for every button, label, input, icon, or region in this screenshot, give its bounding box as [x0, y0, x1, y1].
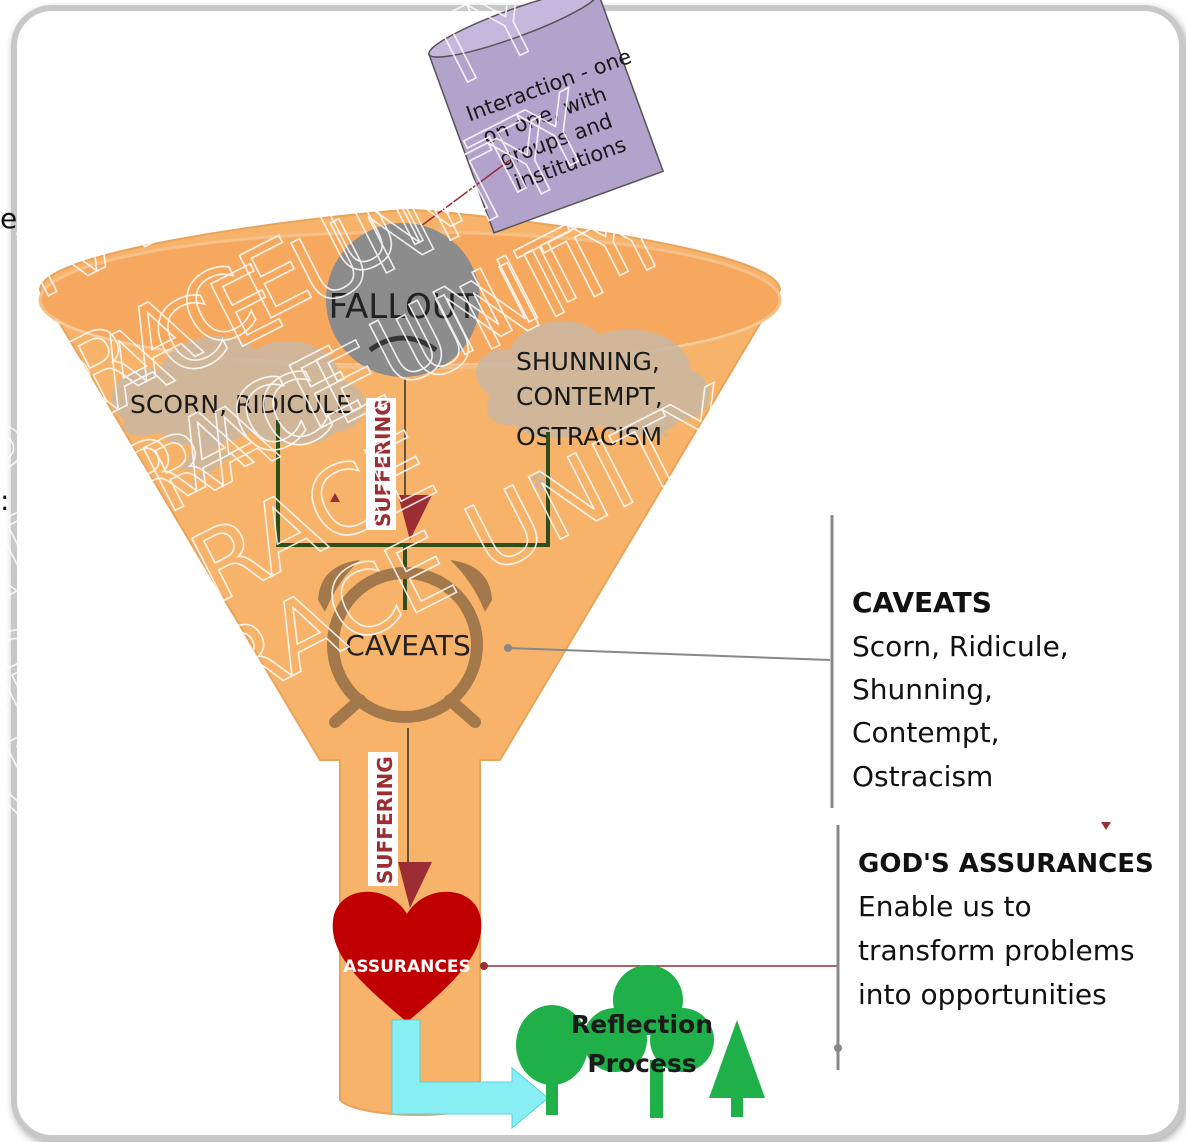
side-caveats-line-4: Ostracism [852, 760, 993, 793]
sad-mouth [368, 335, 438, 353]
input-box-top [428, 0, 599, 58]
lightning-bolt-icon [180, 425, 240, 490]
fallout-face: FALLOUT [326, 223, 480, 377]
small-marker-down [1101, 822, 1111, 830]
cloud-left-shape [111, 336, 365, 447]
caveats-connector [507, 647, 831, 661]
heart-icon [332, 891, 482, 1022]
side-caveats-line-2: Shunning, [852, 673, 993, 706]
alarm-leg-left [329, 694, 366, 728]
side-caveats-title: CAVEATS [852, 586, 992, 619]
divider-assurances-end [834, 1044, 842, 1052]
suffering-lower-arrow [398, 862, 432, 908]
side-assurances-line-3: into opportunities [858, 978, 1107, 1011]
reflection-line-2: Process [587, 1049, 696, 1078]
suffering-upper-label: SUFFERING [371, 399, 395, 527]
side-caveats-line-3: Contempt, [852, 716, 1000, 749]
suffering-upper-arrow [398, 495, 432, 540]
trees: Reflection Process [516, 965, 765, 1118]
alarm-leg-right [444, 694, 481, 728]
tree-right-trunk [731, 1095, 743, 1117]
tree-mid-canopy-2 [583, 1008, 647, 1072]
alarm-ring [327, 567, 483, 723]
tree-left-trunk [546, 1070, 558, 1115]
side-assurances-line-1: Enable us to [858, 890, 1032, 923]
sad-face-icon [326, 223, 480, 377]
assurances-connector-dot [480, 962, 488, 970]
side-assurances-title: GOD'S ASSURANCES [858, 849, 1154, 879]
assurances-label: ASSURANCES [343, 957, 471, 977]
caveats-label: CAVEATS [345, 629, 471, 662]
input-box: Interaction - one on one, with groups an… [428, 0, 665, 234]
fallout-label: FALLOUT [329, 287, 478, 327]
cloud-right-line-1: SHUNNING, [516, 347, 660, 376]
side-assurances-line-2: transform problems [858, 934, 1135, 967]
small-marker-up [330, 493, 340, 502]
cloud-right-shape [476, 320, 710, 439]
cyan-arrow [391, 1019, 549, 1130]
alarm-bell-left [318, 560, 360, 612]
input-connector [403, 159, 511, 239]
cloud-right: ✻ ✻ SHUNNING, CONTEMPT, OSTRACISM [476, 320, 710, 499]
cropped-letter-colon: : [0, 484, 9, 517]
cloud-right-line-3: OSTRACISM [516, 422, 662, 451]
cloud-left: SCORN, RIDICULE [111, 336, 365, 490]
tree-right [709, 1020, 765, 1098]
alarm-clock-icon: CAVEATS [318, 560, 492, 728]
suffering-lower-bg [368, 752, 398, 886]
side-caveats-line-1: Scorn, Ridicule, [852, 630, 1069, 663]
snowflake-icon-2: ✻ [650, 418, 670, 446]
cloud-left-label: SCORN, RIDICULE [130, 390, 352, 419]
reflection-line-1: Reflection [571, 1010, 713, 1039]
alarm-bell-right [450, 560, 492, 612]
tree-mid-canopy-3 [650, 1008, 714, 1072]
cloud-right-line-2: CONTEMPT, [516, 382, 663, 411]
suffering-lower-label: SUFFERING [373, 756, 397, 884]
cropped-letter-e: e [0, 202, 17, 235]
caveats-connector-dot [504, 644, 512, 652]
tree-mid-trunk [650, 1060, 663, 1118]
suffering-upper-bg [366, 398, 396, 530]
tree-left-canopy [516, 1005, 588, 1085]
bracket-lines [276, 420, 550, 547]
